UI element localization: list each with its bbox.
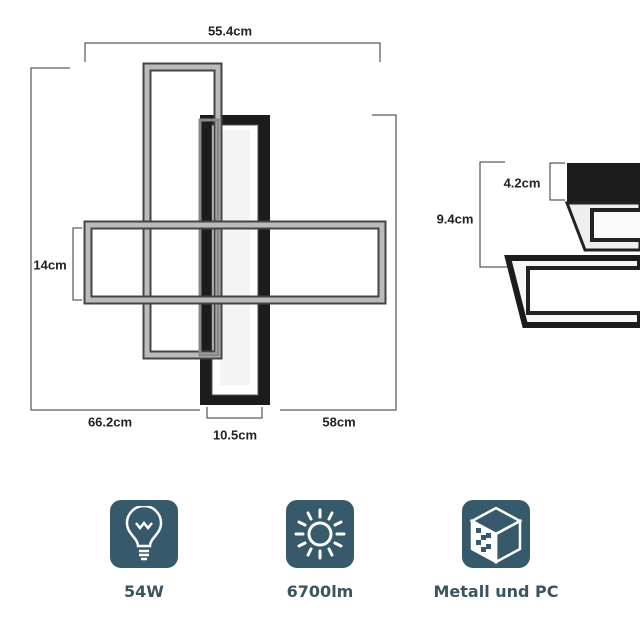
dim-width-top: 55.4cm [207, 23, 253, 39]
lamp-side-view [504, 163, 640, 328]
dim-total-depth: 9.4cm [436, 211, 474, 227]
sun-icon [286, 500, 354, 568]
dimension-lines [30, 42, 565, 419]
dim-bar-height: 14cm [33, 257, 67, 273]
dim-height-left: 66.2cm [87, 414, 133, 430]
feature-power: 54W [74, 500, 214, 601]
dim-height-right: 58cm [322, 414, 356, 430]
lamp-front-view [83, 62, 387, 405]
feature-lumen: 6700lm [250, 500, 390, 601]
cube-icon [462, 500, 530, 568]
dim-bar-width: 10.5cm [212, 427, 258, 443]
lightbulb-icon [110, 500, 178, 568]
feature-label: Metall und PC [433, 582, 559, 601]
dim-base-depth: 4.2cm [503, 175, 541, 191]
feature-label: 54W [124, 582, 164, 601]
feature-label: 6700lm [286, 582, 354, 601]
feature-material: Metall und PC [426, 500, 566, 601]
